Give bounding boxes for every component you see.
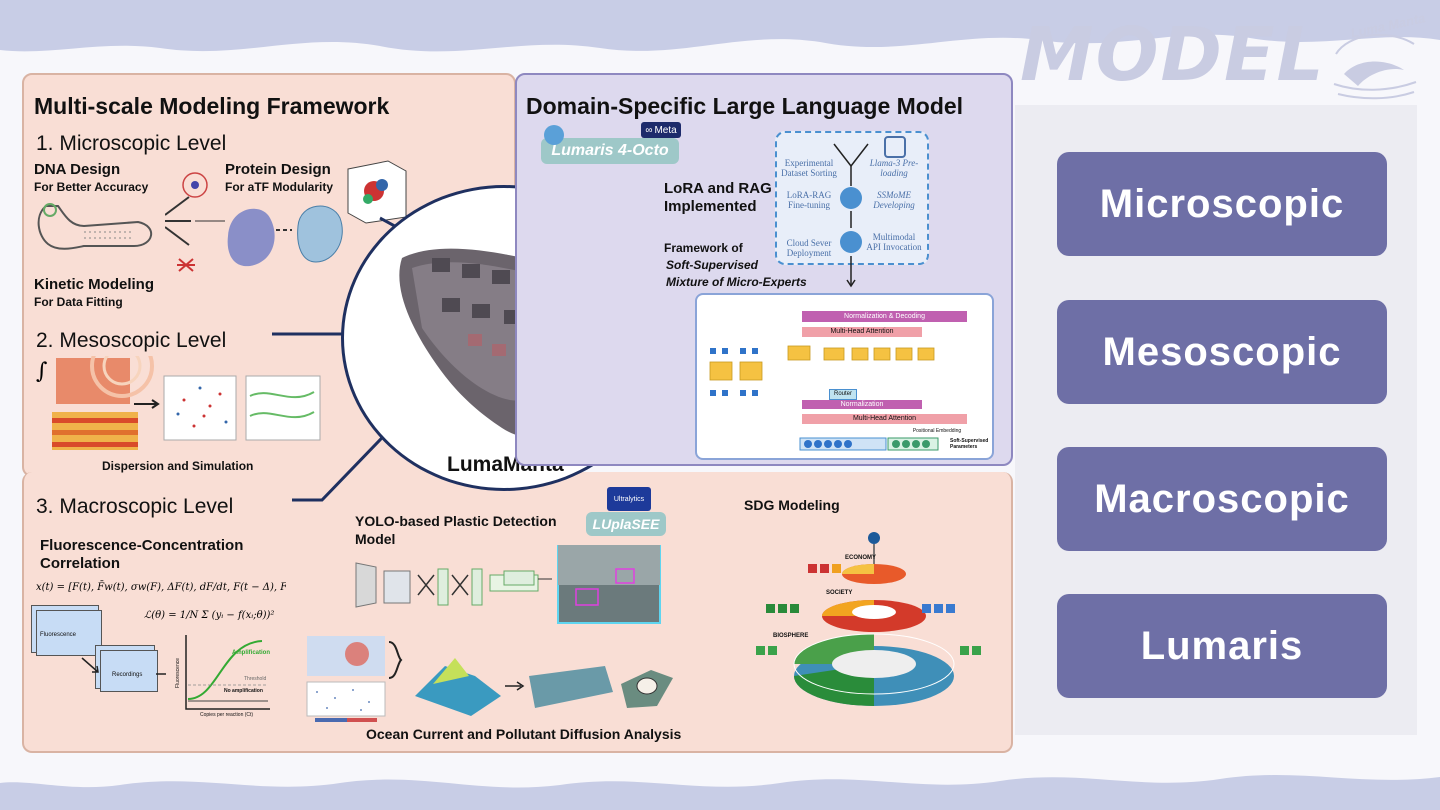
soft-supervised-label: Soft-Supervised bbox=[666, 258, 759, 272]
dsl-title: Domain-Specific Large Language Model bbox=[526, 93, 964, 119]
fc-title-2: Correlation bbox=[40, 555, 121, 572]
flow-lora-rag: LoRA-RAG Fine-tuning bbox=[786, 190, 832, 210]
sdg-biosphere-label: BIOSPHERE bbox=[773, 633, 809, 639]
amp-label: Amplification bbox=[232, 650, 271, 656]
mesoscopic-plots: ∫ bbox=[36, 356, 321, 450]
top-wave-decoration bbox=[0, 0, 1440, 70]
threshold-label: Threshold bbox=[244, 676, 267, 682]
ultralytics-badge: Ultralytics bbox=[607, 487, 651, 511]
model-title: MODEL bbox=[1020, 12, 1326, 98]
lumaris-logo-icon bbox=[544, 125, 564, 145]
lora-label-2: Implemented bbox=[664, 198, 757, 215]
framework-of-label: Framework of bbox=[664, 241, 743, 255]
yolo-title-1: YOLO-based Plastic Detection bbox=[355, 513, 557, 529]
recordings-label: Recordings bbox=[112, 672, 143, 678]
arch-norm: Normalization bbox=[802, 400, 922, 409]
arch-mha: Multi-Head Attention bbox=[802, 327, 922, 337]
arch-pos: Positional Embedding bbox=[912, 428, 962, 434]
simulation-box-icon bbox=[347, 160, 407, 224]
flow-ssmome: SSMoME Developing bbox=[873, 190, 915, 210]
arch-soft: Soft-Supervised Parameters bbox=[950, 438, 989, 450]
nav-button-lumaris[interactable]: Lumaris bbox=[1057, 594, 1387, 698]
framework-title: Multi-scale Modeling Framework bbox=[34, 93, 390, 119]
dna-design-title: DNA Design bbox=[34, 161, 121, 178]
protein-structure-icon bbox=[227, 205, 343, 267]
flow-cloud: Cloud Sever Deployment bbox=[786, 238, 832, 258]
arch-mha2: Multi-Head Attention bbox=[802, 414, 967, 424]
sdg-wedding-cake bbox=[756, 532, 981, 706]
svg-text:∫: ∫ bbox=[36, 359, 48, 384]
dna-design-subtitle: For Better Accuracy bbox=[34, 180, 149, 194]
dispersion-caption: Dispersion and Simulation bbox=[102, 459, 254, 473]
ocean-current-visuals bbox=[306, 636, 673, 722]
flow-llama: Llama-3 Pre-loading bbox=[869, 158, 919, 178]
flow-api: Multimodal API Invocation bbox=[866, 232, 922, 252]
meso-heading: 2. Mesoscopic Level bbox=[36, 329, 227, 352]
recordings-card bbox=[100, 650, 158, 692]
svg-text:ℒ(θ) = 1/N Σ (yᵢ − f(xᵢ;θ))²: ℒ(θ) = 1/N Σ (yᵢ − f(xᵢ;θ))² bbox=[144, 610, 274, 621]
arrows-dna-branch bbox=[165, 172, 225, 272]
macro-heading: 3. Macroscopic Level bbox=[36, 495, 234, 518]
amplification-curve bbox=[185, 635, 270, 710]
arch-experts-and-tokens bbox=[709, 345, 939, 451]
nav-button-mesoscopic[interactable]: Mesoscopic bbox=[1057, 300, 1387, 404]
llama-icon bbox=[884, 136, 906, 158]
micro-heading: 1. Microscopic Level bbox=[36, 132, 227, 155]
fc-arrows bbox=[81, 657, 166, 675]
ocean-caption: Ocean Current and Pollutant Diffusion An… bbox=[366, 726, 682, 742]
bottom-wave-decoration bbox=[0, 775, 1440, 810]
ultralytics-label: Ultralytics bbox=[613, 495, 645, 503]
arch-norm-dec: Normalization & Decoding bbox=[802, 311, 967, 322]
meta-logo-icon: ∞ bbox=[645, 124, 653, 136]
svg-text:x(t) = [F(t), F̄w(t), σw(F), Δ: x(t) = [F(t), F̄w(t), σw(F), ΔF(t), dF/d… bbox=[36, 581, 286, 593]
dna-hairpin-icon bbox=[37, 203, 152, 250]
sdg-society-label: SOCIETY bbox=[826, 590, 853, 596]
nav-button-microscopic[interactable]: Microscopic bbox=[1057, 152, 1387, 256]
yolo-architecture bbox=[355, 545, 661, 624]
kinetic-subtitle: For Data Fitting bbox=[34, 295, 123, 309]
fluorescence-card bbox=[36, 610, 102, 656]
mome-label: Mixture of Micro-Experts bbox=[666, 275, 807, 289]
yolo-title-2: Model bbox=[355, 531, 396, 547]
meta-badge: ∞Meta bbox=[641, 122, 681, 138]
luma-manta-logo: Luma Manta bbox=[1328, 10, 1427, 104]
protein-design-subtitle: For aTF Modularity bbox=[225, 180, 333, 194]
fc-equations: x(t) = [F(t), F̄w(t), σw(F), ΔF(t), dF/d… bbox=[36, 581, 286, 621]
fluorescence-axis-label: Fluorescence bbox=[175, 657, 182, 689]
sdg-title: SDG Modeling bbox=[744, 497, 840, 513]
kinetic-title: Kinetic Modeling bbox=[34, 276, 154, 293]
meta-label: Meta bbox=[654, 124, 677, 136]
luplasee-badge: LUplaSEE bbox=[586, 512, 666, 536]
flow-arrows bbox=[833, 143, 869, 288]
flow-exp: Experimental Dataset Sorting bbox=[781, 158, 837, 178]
protein-design-title: Protein Design bbox=[225, 161, 331, 178]
lumaris-badge: Lumaris 4-Octo bbox=[541, 138, 679, 164]
copies-axis-label: Copies per reaction (Ct) bbox=[200, 712, 254, 718]
no-amp-label: No amplification bbox=[224, 688, 263, 694]
arch-router: Router bbox=[829, 389, 857, 400]
sdg-economy-label: ECONOMY bbox=[845, 555, 877, 561]
lora-label-1: LoRA and RAG bbox=[664, 180, 772, 197]
nav-button-macroscopic[interactable]: Macroscopic bbox=[1057, 447, 1387, 551]
fluorescence-label: Fluorescence bbox=[40, 632, 77, 638]
fc-title-1: Fluorescence-Concentration bbox=[40, 537, 244, 554]
